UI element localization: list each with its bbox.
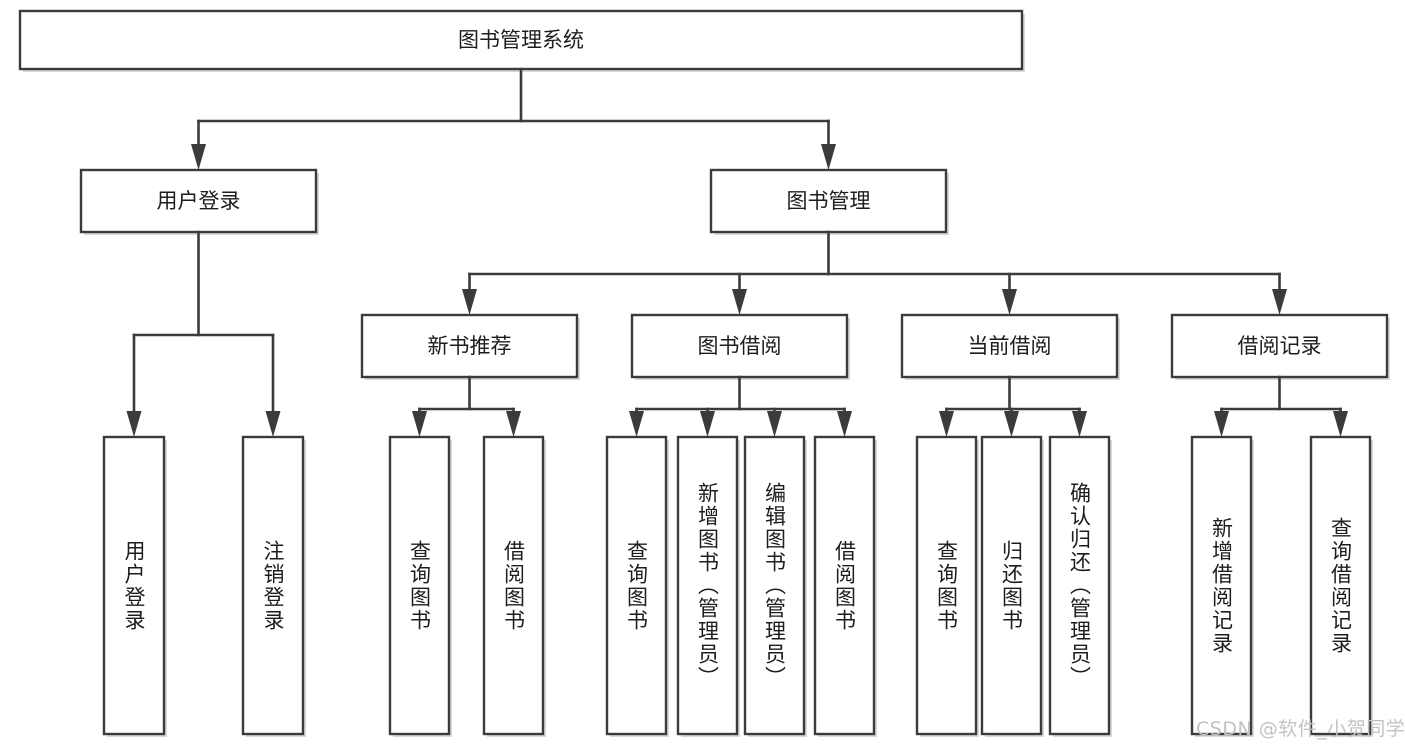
connector-arrowhead [1214,411,1229,437]
level3-node-label: 当前借阅 [968,334,1052,358]
leaf-node-box[interactable] [676,435,739,736]
connector-arrowhead [1272,289,1287,315]
leaf-node-box[interactable] [915,435,978,736]
connector-arrowhead [629,411,644,437]
connector-arrowhead [821,144,836,170]
level2-node-label: 用户登录 [157,189,241,213]
level3-node-label: 新书推荐 [428,334,512,358]
connector-arrowhead [837,411,852,437]
connector-arrowhead [191,144,206,170]
root-node-label: 图书管理系统 [458,28,584,52]
csdn-watermark: CSDN @软件_小贺同学 [1196,718,1405,740]
root-node-box[interactable] [18,9,1024,71]
connector-arrowhead [732,289,747,315]
connector-arrowhead [126,411,142,437]
level3-node-box[interactable] [630,313,849,379]
connector-arrowhead [462,289,477,315]
leaf-node-box[interactable] [1190,435,1253,736]
leaf-node-box[interactable] [980,435,1043,736]
leaf-node-box[interactable] [102,435,166,736]
connector-arrowhead [700,411,715,437]
leaf-node-box[interactable] [388,435,451,736]
level3-node-box[interactable] [1170,313,1389,379]
leaf-node-box[interactable] [482,435,545,736]
level2-node-box[interactable] [79,168,318,234]
connector-arrowhead [1002,289,1017,315]
leaf-node-box[interactable] [743,435,806,736]
level2-node-box[interactable] [709,168,948,234]
connector-arrowhead [1004,411,1019,437]
connector-arrowhead [939,411,954,437]
connector-arrowhead [1333,411,1348,437]
connector-arrowhead [412,411,427,437]
level3-node-label: 图书借阅 [698,334,782,358]
leaf-node-box[interactable] [241,435,305,736]
leaf-node-box[interactable] [813,435,876,736]
connector-arrowhead [767,411,782,437]
leaf-node-box[interactable] [1048,435,1111,736]
connector-arrowhead [506,411,521,437]
leaf-node-box[interactable] [605,435,668,736]
leaf-node-box[interactable] [1309,435,1372,736]
connector-arrowhead [1072,411,1087,437]
level2-node-label: 图书管理 [787,189,871,213]
connector-arrowhead [265,411,281,437]
level3-node-label: 借阅记录 [1238,334,1322,358]
level3-node-box[interactable] [360,313,579,379]
